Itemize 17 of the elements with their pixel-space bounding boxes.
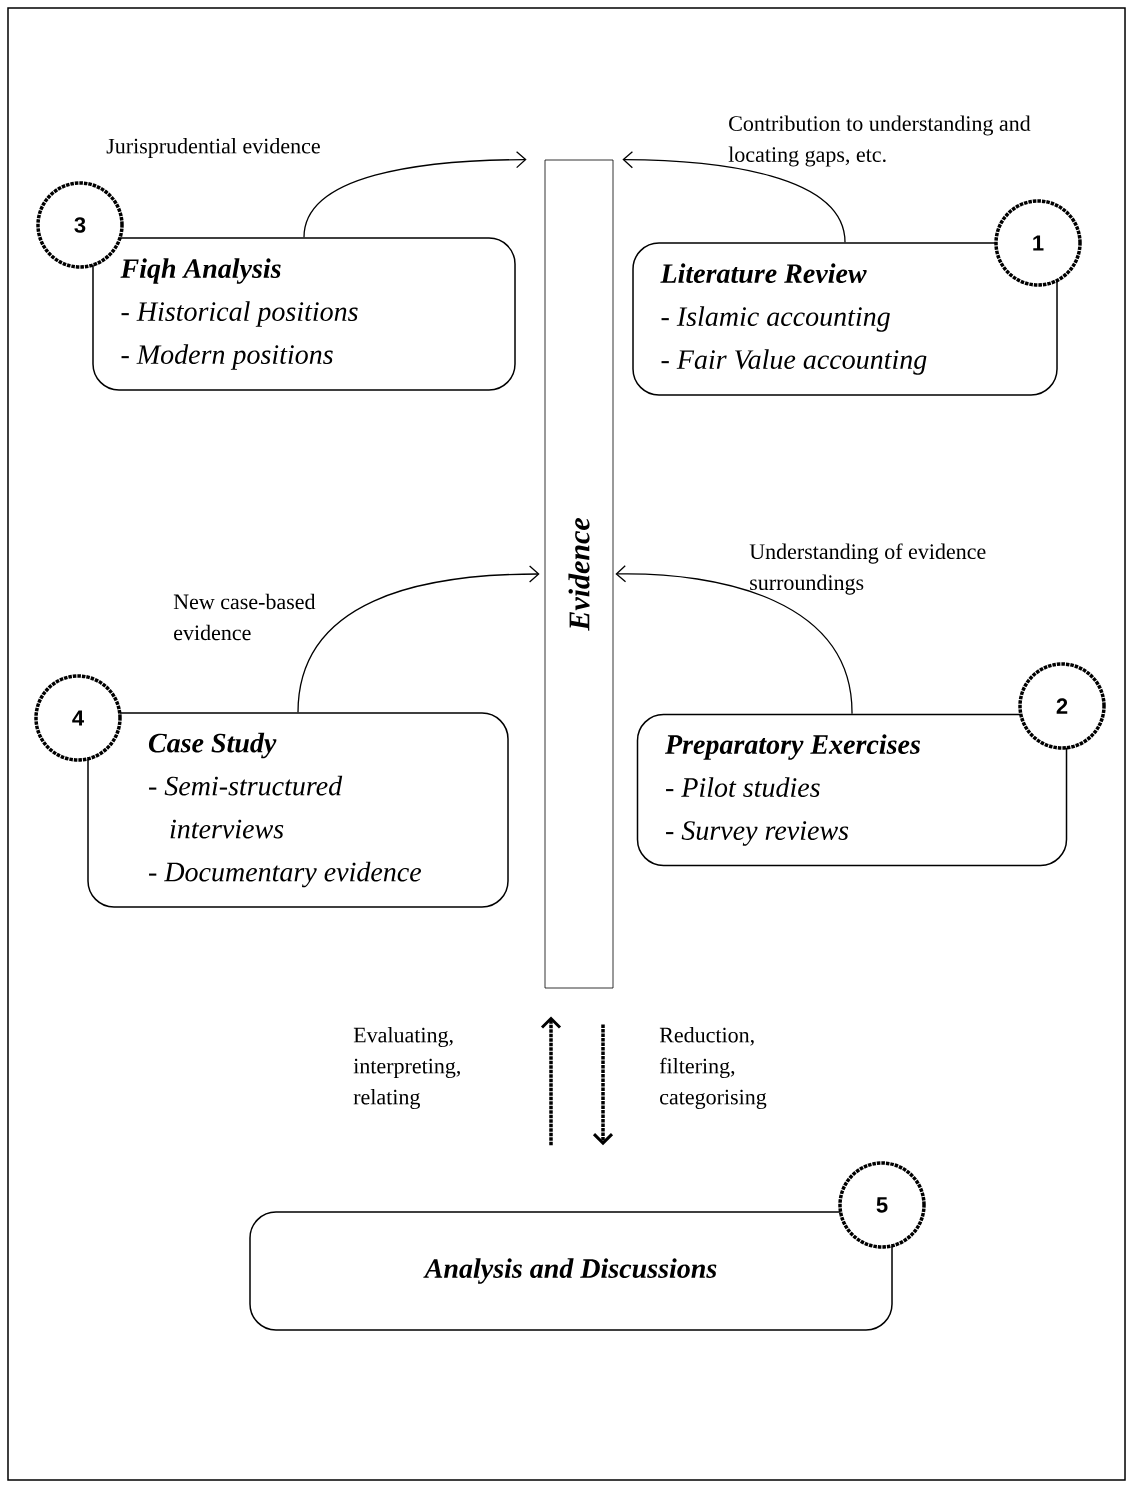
rounded-box: Fiqh Analysis - Historical positions - Modern positions	[92, 237, 516, 391]
edge-label: Evaluating, interpreting, relating	[353, 1027, 460, 1109]
arrow	[622, 151, 846, 243]
arrow	[615, 565, 853, 715]
edge-label: Jurisprudential evidence	[106, 138, 320, 158]
rounded-box: Case Study - Semi-structured interviews - Documentary evidence	[87, 712, 509, 908]
arrow	[540, 1016, 562, 1146]
arrow	[303, 151, 527, 238]
arrow	[592, 1024, 614, 1146]
edge-label: Understanding of evidence surroundings	[749, 543, 986, 595]
edge-label: New case-based evidence	[173, 593, 316, 641]
arrow	[297, 565, 540, 713]
rounded-box: Preparatory Exercises - Pilot studies - Survey reviews	[636, 713, 1068, 867]
edge-label: Contribution to understanding and locating gaps, etc.	[728, 115, 1031, 167]
evidence-bar: Evidence	[544, 159, 614, 989]
node-label: 2	[1056, 698, 1068, 714]
edge-label: Reduction, filtering, categorising	[659, 1027, 767, 1109]
